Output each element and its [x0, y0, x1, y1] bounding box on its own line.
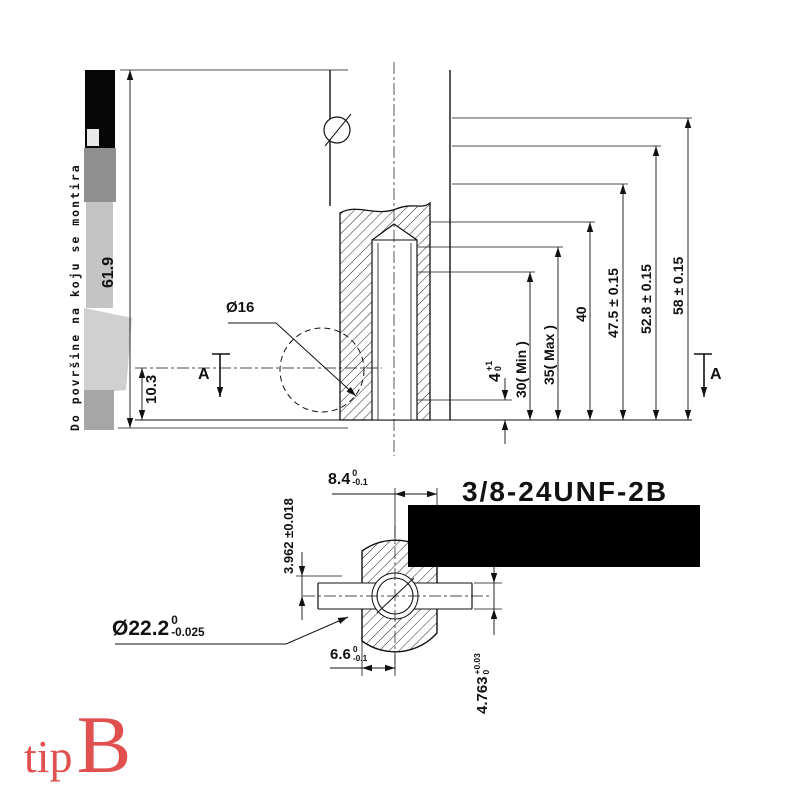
- dim-61-9-label: 61.9: [100, 256, 117, 288]
- dim-3-962-label: 3.962 ±0.018: [281, 498, 296, 574]
- dim-8-4-label: 8.4 0 -0.1: [328, 468, 368, 488]
- dim-35-max-label: 35( Max ): [541, 325, 557, 385]
- dim-6-6-label: 6.6 0 -0.1: [330, 644, 368, 663]
- thread-spec-label: 3/8-24UNF-2B: [462, 476, 669, 507]
- type-label-letter: B: [76, 699, 132, 790]
- dia-22-2-label: Ø22.2 0 -0.025: [112, 614, 205, 640]
- section-a-right-label: A: [710, 366, 722, 383]
- bottom-view-linework: [115, 488, 502, 676]
- type-label-prefix: tip: [24, 731, 73, 782]
- type-label: tip B: [24, 698, 131, 792]
- section-a-left-label: A: [198, 366, 210, 383]
- dim-4-label: 4 +1 0: [484, 360, 504, 382]
- mounting-surface-note: Do površine na koju se montira: [68, 163, 82, 431]
- dia-16-label: Ø16: [226, 299, 255, 316]
- dim-58-label: 58 ± 0.15: [670, 256, 686, 315]
- dim-30-min-label: 30( Min ): [513, 341, 529, 398]
- dim-52-8-label: 52.8 ± 0.15: [638, 264, 654, 334]
- top-view-linework: [118, 62, 712, 456]
- redaction-bar: [408, 505, 700, 567]
- dim-40-label: 40: [573, 306, 589, 322]
- watermark-remnant: [84, 70, 132, 430]
- dim-4-763-label: 4.763 +0.03 0: [472, 653, 491, 714]
- dim-47-5-label: 47.5 ± 0.15: [605, 268, 621, 338]
- dim-10-3-label: 10.3: [143, 374, 160, 404]
